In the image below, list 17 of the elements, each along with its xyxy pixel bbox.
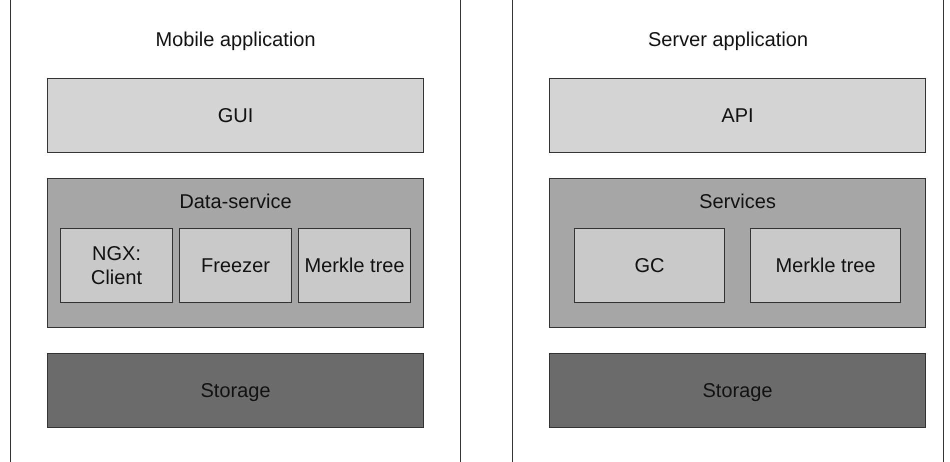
component-box: GC (574, 228, 725, 303)
frame-title: Server application (648, 29, 808, 52)
component-box: NGX: Client (60, 228, 173, 303)
application-frame (10, 0, 461, 462)
layer-box (549, 178, 926, 328)
application-frame (512, 0, 944, 462)
layer-box: Storage (549, 353, 926, 428)
layer-box (47, 178, 424, 328)
layer-box: GUI (47, 78, 424, 153)
component-box: Merkle tree (750, 228, 901, 303)
layer-title: Data-service (179, 191, 292, 214)
layer-title: Services (699, 191, 776, 214)
component-box: Freezer (179, 228, 292, 303)
component-box: Merkle tree (298, 228, 411, 303)
layer-box: Storage (47, 353, 424, 428)
frame-title: Mobile application (155, 29, 316, 52)
layer-box: API (549, 78, 926, 153)
